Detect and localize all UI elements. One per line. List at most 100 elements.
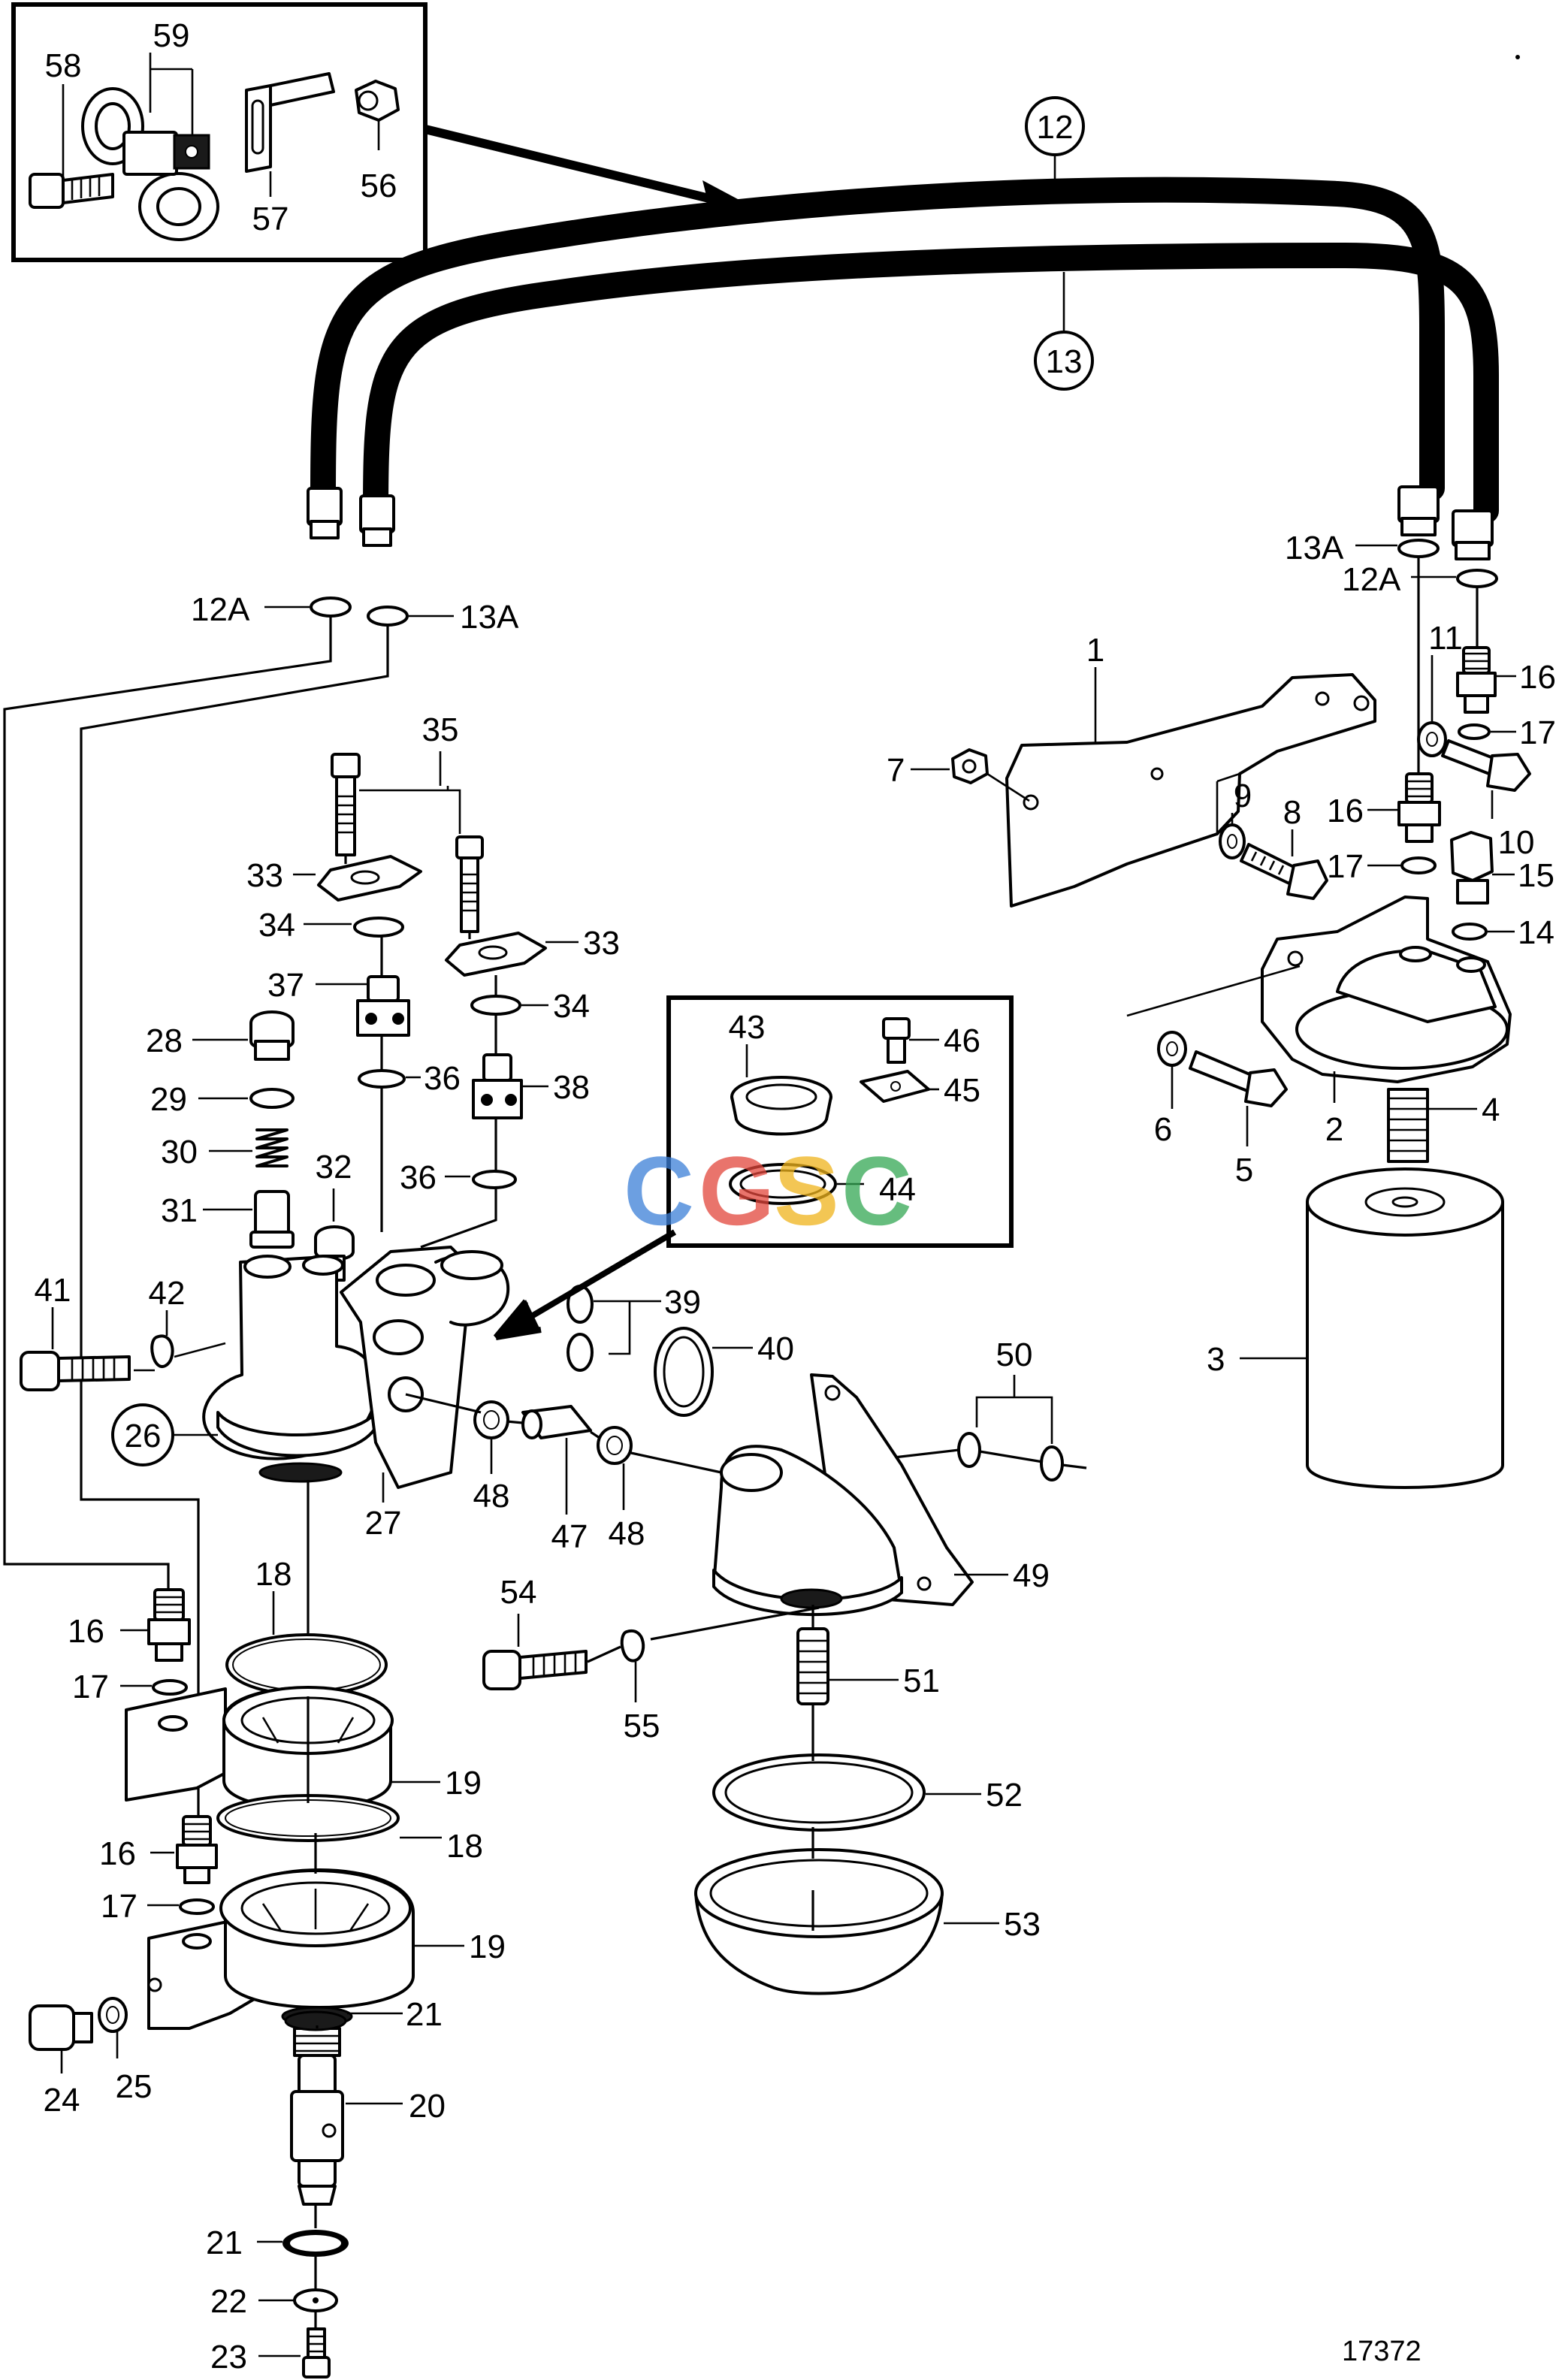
callout-15: 15 — [1518, 857, 1554, 894]
oil-filter-part-3 — [1306, 1167, 1504, 1489]
screw-part-46 — [882, 1017, 911, 1064]
callout-58: 58 — [45, 47, 82, 84]
oring-part-39 — [566, 1285, 594, 1372]
callout-18-top: 18 — [255, 1556, 292, 1593]
bolt-part-54 — [482, 1650, 588, 1690]
plug-part-28 — [249, 1010, 295, 1061]
housing-part-49 — [712, 1373, 974, 1616]
callout-33-right: 33 — [583, 925, 620, 962]
figure-reference-number: 17372 — [1342, 2336, 1422, 2367]
callout-22: 22 — [210, 2283, 247, 2320]
clamp-detail-inset: 58 59 57 56 — [11, 2, 428, 262]
washer-part-42 — [150, 1334, 174, 1368]
hose-12 — [310, 177, 1445, 509]
callout-18-bottom: 18 — [446, 1828, 483, 1865]
callout-40: 40 — [757, 1330, 794, 1367]
bracket-part-1 — [1005, 673, 1376, 908]
callout-16-left-top: 16 — [68, 1613, 104, 1650]
callout-16-left-bot: 16 — [99, 1835, 136, 1872]
fitting-part-16-left-bot — [176, 1815, 218, 1884]
callout-59: 59 — [153, 17, 190, 54]
callout-42: 42 — [149, 1275, 186, 1312]
washers-12A-13A-left — [310, 597, 409, 627]
callout-48-left: 48 — [473, 1478, 510, 1515]
fitting-part-16-right-top — [1456, 646, 1497, 714]
callout-21-bottom: 21 — [206, 2224, 243, 2261]
callout-16-right-mid: 16 — [1327, 793, 1364, 829]
callout-13A-right: 13A — [1285, 530, 1344, 566]
callout-57: 57 — [252, 201, 289, 237]
callout-13A-left: 13A — [460, 599, 519, 636]
callout-39: 39 — [664, 1284, 701, 1321]
callout-28: 28 — [146, 1022, 183, 1059]
adapter-part-37 — [356, 975, 410, 1037]
callout-41: 41 — [35, 1272, 71, 1309]
callout-29: 29 — [150, 1081, 187, 1118]
rotor-part-19-top — [125, 1686, 394, 1811]
callout-16-right-top: 16 — [1519, 659, 1556, 696]
callout-17-right-top: 17 — [1519, 714, 1556, 751]
oring-part-34-right — [470, 995, 521, 1016]
callout-8: 8 — [1283, 794, 1301, 831]
oring-part-17-right-top — [1458, 723, 1491, 740]
bolt-part-10 — [1441, 739, 1531, 792]
bolt-part-58 — [29, 173, 114, 209]
washer-part-9 — [1219, 823, 1246, 859]
washer-part-29 — [249, 1088, 295, 1109]
corner-dot — [1515, 55, 1520, 59]
callout-23: 23 — [210, 2339, 247, 2375]
flange-part-33-right — [445, 932, 547, 977]
nut-part-56 — [355, 80, 400, 122]
bolt-part-35-left — [331, 753, 361, 856]
shaft-part-20 — [290, 2027, 344, 2206]
callout-53: 53 — [1004, 1906, 1041, 1943]
washer-part-11 — [1417, 721, 1447, 757]
callout-21-top: 21 — [406, 1996, 443, 2033]
callout-17-right-mid: 17 — [1327, 848, 1364, 885]
callout-24: 24 — [44, 2082, 80, 2119]
seal-part-43 — [730, 1076, 832, 1136]
screw-part-23 — [302, 2327, 331, 2378]
callout-12A-left: 12A — [191, 591, 250, 628]
callout-54: 54 — [500, 1574, 537, 1611]
rings-part-50 — [957, 1432, 1064, 1481]
callout-44: 44 — [879, 1171, 916, 1208]
callout-36-left: 36 — [424, 1060, 461, 1097]
spring-part-30 — [255, 1128, 289, 1167]
callout-50: 50 — [996, 1336, 1033, 1373]
watermark: C G S C — [624, 1136, 912, 1246]
callout-19-top: 19 — [445, 1765, 482, 1802]
callout-49: 49 — [1013, 1557, 1050, 1594]
washer-part-55 — [620, 1629, 645, 1663]
callout-34-right: 34 — [553, 988, 590, 1025]
fitting-part-16-right-mid — [1397, 772, 1441, 843]
callout-35: 35 — [422, 711, 459, 748]
callout-7: 7 — [887, 752, 905, 789]
callout-4: 4 — [1482, 1092, 1500, 1128]
watermark-letter-3: S — [774, 1136, 839, 1246]
callout-45: 45 — [944, 1072, 980, 1109]
oring-part-21-top — [284, 2010, 347, 2031]
callout-47: 47 — [551, 1518, 588, 1555]
callout-9: 9 — [1234, 778, 1252, 814]
oring-part-17-left-bot — [179, 1898, 215, 1915]
callout-14: 14 — [1518, 914, 1554, 951]
washer-part-6 — [1157, 1031, 1187, 1067]
callout-27: 27 — [365, 1505, 402, 1542]
clamp-part-59 — [81, 87, 219, 241]
filter-head-part-2 — [1261, 896, 1512, 1083]
callout-3: 3 — [1207, 1341, 1225, 1378]
plug-part-24 — [29, 2004, 93, 2051]
oring-part-14 — [1452, 923, 1488, 941]
bracket-part-27 — [340, 1246, 510, 1489]
callout-12A-right: 12A — [1342, 561, 1401, 598]
callout-38: 38 — [553, 1069, 590, 1106]
washers-12A-13A-right — [1397, 539, 1498, 588]
seal-detail-inset: 43 44 46 45 — [493, 995, 1014, 1340]
callout-52: 52 — [986, 1777, 1023, 1814]
callout-17-left-top: 17 — [72, 1669, 109, 1705]
oring-part-34-left — [353, 917, 404, 938]
valve-part-31 — [249, 1190, 295, 1249]
nut-part-7 — [951, 748, 989, 784]
callout-13: 13 — [1046, 343, 1083, 380]
